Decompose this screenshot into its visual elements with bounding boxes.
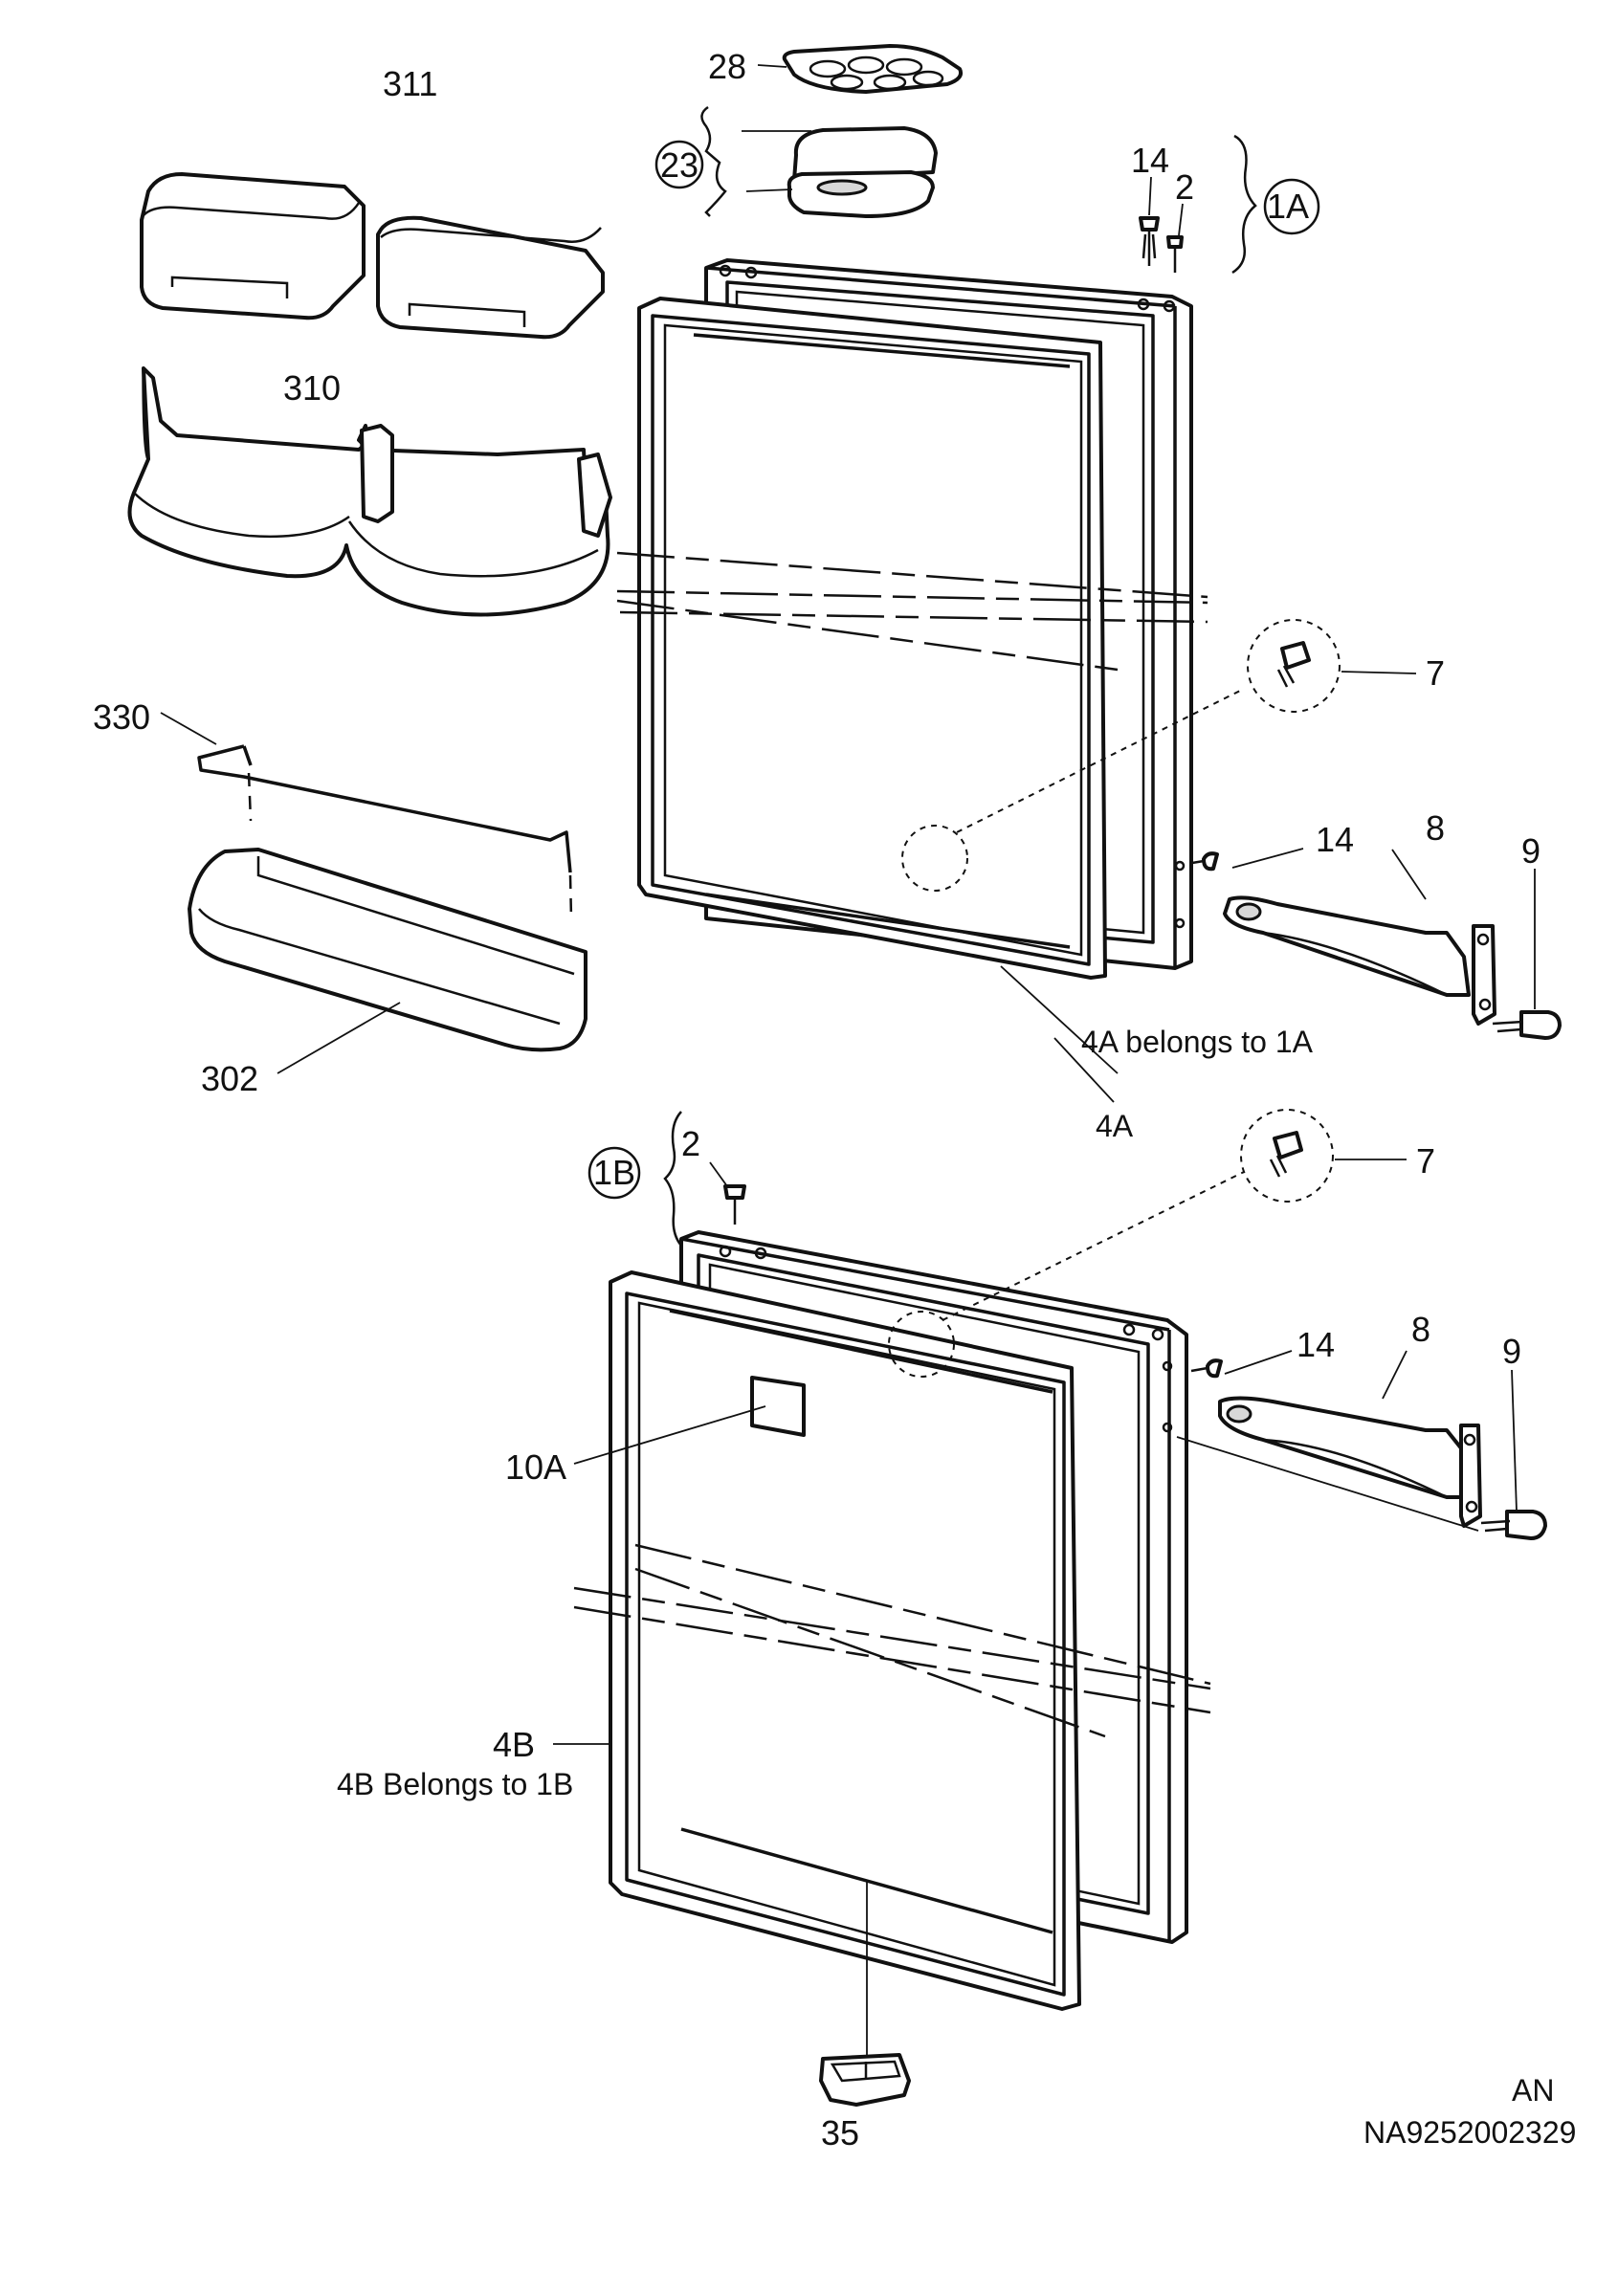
label-9-bot: 9: [1502, 1332, 1521, 1371]
label-310: 310: [283, 368, 341, 408]
label-14-mid: 14: [1316, 820, 1354, 859]
part-23-dairy-compartment: [700, 105, 938, 218]
part-310-double-door-bin: [127, 366, 612, 617]
label-4A: 4A: [1096, 1109, 1134, 1143]
label-35: 35: [821, 2113, 859, 2152]
leader-4A-4B: [553, 1037, 1115, 1745]
part-302-door-bin: [188, 848, 587, 1074]
circle-23: [654, 140, 704, 189]
part-7-plug-lower: [1240, 1109, 1407, 1203]
label-28: 28: [708, 47, 746, 86]
label-8-top: 8: [1426, 808, 1445, 848]
label-2-top: 2: [1175, 167, 1194, 207]
label-311: 311: [383, 64, 437, 103]
circle-1B: [587, 1146, 641, 1200]
note-4A-belongs-to-1A: 4A belongs to 1A: [1081, 1025, 1314, 1059]
label-8-bot: 8: [1411, 1310, 1430, 1349]
label-330: 330: [93, 697, 150, 737]
label-14-bot: 14: [1297, 1325, 1335, 1364]
note-4B-belongs-to-1B: 4B Belongs to 1B: [337, 1767, 573, 1801]
label-1A: 1A: [1267, 187, 1309, 226]
part-311-bin-covers: [140, 172, 605, 340]
label-1B: 1B: [593, 1153, 635, 1192]
label-10A: 10A: [505, 1447, 566, 1487]
label-23: 23: [660, 145, 698, 185]
label-7-top: 7: [1426, 653, 1445, 693]
label-4B: 4B: [493, 1725, 535, 1764]
code-ref-number: NA9252002329: [1363, 2115, 1576, 2150]
label-2-bot: 2: [681, 1124, 700, 1163]
screw-2-lower: [663, 1111, 746, 1247]
label-9-top: 9: [1521, 831, 1540, 871]
label-302: 302: [201, 1059, 258, 1098]
part-35-door-support: [819, 2053, 911, 2107]
part-8-handle-upper: [1191, 848, 1562, 1040]
part-28-egg-tray: [757, 44, 964, 94]
label-14-top: 14: [1131, 141, 1169, 180]
screw-14-2-top: [1139, 134, 1257, 275]
part-1B-lower-door: [573, 1171, 1479, 2057]
circle-1A: [1263, 178, 1320, 235]
part-330-wire-bar: [160, 712, 573, 919]
label-7-bot: 7: [1416, 1141, 1435, 1181]
part-7-plug-upper: [1247, 619, 1417, 713]
code-an: AN: [1512, 2073, 1554, 2108]
part-8-handle-lower: [1190, 1350, 1547, 1540]
part-1A-upper-door: [616, 258, 1245, 1074]
